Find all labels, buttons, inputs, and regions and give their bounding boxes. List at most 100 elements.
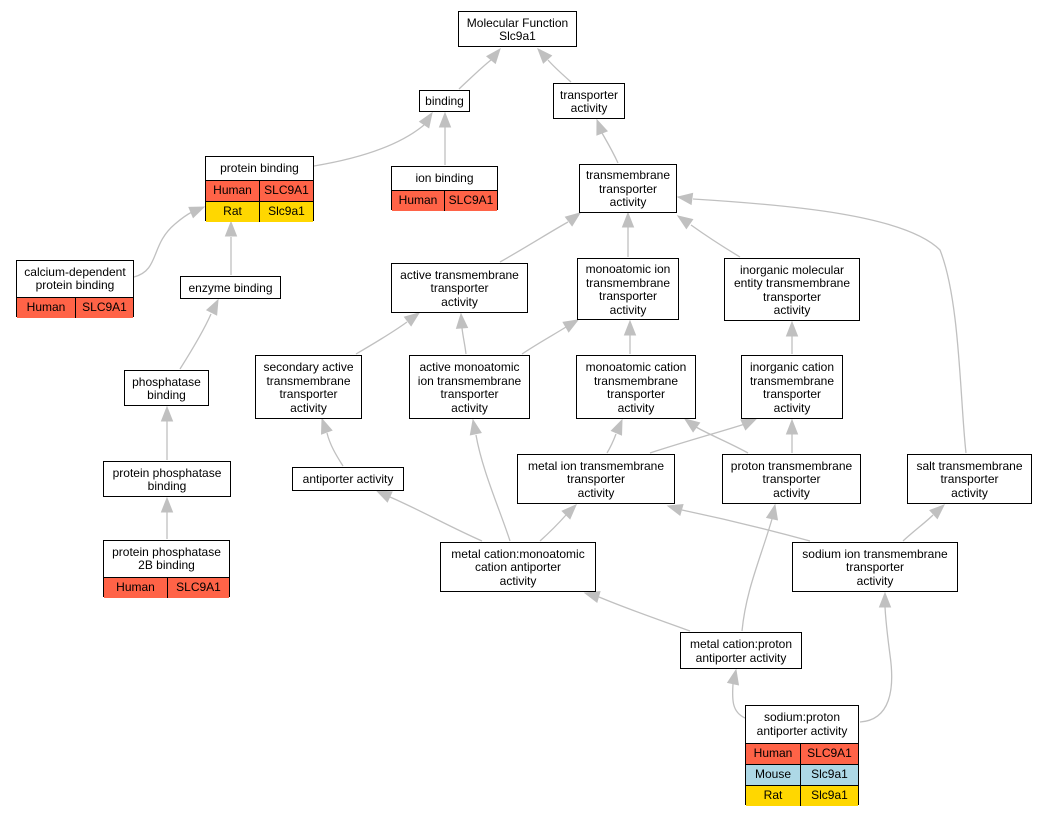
term-node-salt-transmembrane-transporter-activity[interactable]: salt transmembrane transporter activity	[907, 454, 1032, 504]
term-label: monoatomic cation transmembrane transpor…	[585, 360, 687, 415]
term-node-monoatomic-ion-transmembrane-transporter-activity[interactable]: monoatomic ion transmembrane transporter…	[577, 258, 679, 320]
edge-line	[458, 59, 492, 90]
edge-proton-transmembrane-transporter-activity-to-inorganic-cation-transmembrane-transporter-activity	[785, 418, 799, 454]
term-node-molecular-function[interactable]: Molecular Function Slc9a1	[458, 11, 577, 47]
edge-sodium-ion-transmembrane-transporter-activity-to-salt-transmembrane-transporter-activity	[902, 504, 946, 542]
term-node-metal-cation-proton-antiporter-activity[interactable]: metal cation:proton antiporter activity	[680, 632, 802, 669]
edge-inorganic-molecular-entity-transmembrane-transporter-activity-to-transmembrane-transporter-activity	[676, 215, 741, 258]
term-label: phosphatase binding	[132, 374, 201, 402]
edge-line	[741, 518, 773, 632]
edge-antiporter-activity-to-secondary-active-transmembrane-transporter-activity	[321, 417, 344, 467]
term-node-antiporter-activity[interactable]: antiporter activity	[292, 467, 404, 491]
ortholog-row-rat: Rat Slc9a1	[746, 785, 858, 806]
gene-cell[interactable]: SLC9A1	[176, 580, 221, 595]
term-label: active transmembrane transporter activit…	[400, 267, 519, 309]
edge-arrowhead	[205, 298, 219, 316]
gene-cell[interactable]: SLC9A1	[448, 193, 494, 208]
edge-arrowhead	[583, 590, 601, 603]
term-node-enzyme-binding[interactable]: enzyme binding	[180, 276, 281, 299]
term-node-proton-transmembrane-transporter-activity[interactable]: proton transmembrane transporter activit…	[722, 454, 861, 504]
species-cell: Human	[17, 298, 76, 318]
edge-line	[681, 509, 811, 542]
edge-arrowhead	[564, 212, 582, 227]
term-label: ion binding	[415, 170, 474, 185]
edge-arrowhead	[321, 417, 333, 435]
term-node-monoatomic-cation-transmembrane-transporter-activity[interactable]: monoatomic cation transmembrane transpor…	[576, 355, 696, 419]
edge-arrowhead	[610, 418, 623, 436]
edge-arrowhead	[878, 591, 892, 608]
term-label: active monoatomic ion transmembrane tran…	[417, 360, 522, 415]
species-cell: Rat	[746, 786, 801, 806]
edge-arrowhead	[562, 319, 580, 333]
edge-arrowhead	[375, 490, 393, 503]
term-node-transmembrane-transporter-activity[interactable]: transmembrane transporter activity	[579, 164, 677, 213]
term-label: inorganic molecular entity transmembrane…	[733, 262, 851, 317]
edge-arrowhead	[438, 111, 452, 128]
edge-line	[133, 211, 193, 278]
term-node-sodium-ion-transmembrane-transporter-activity[interactable]: sodium ion transmembrane transporter act…	[792, 542, 958, 592]
species-cell: Rat	[206, 202, 260, 222]
edge-secondary-active-transmembrane-transporter-activity-to-active-transmembrane-transporter-activity	[355, 312, 421, 355]
gene-cell[interactable]: Slc9a1	[811, 788, 848, 803]
edge-arrowhead	[785, 320, 799, 337]
term-label: secondary active transmembrane transport…	[263, 360, 354, 415]
ortholog-row-rat: Rat Slc9a1	[206, 201, 313, 222]
edge-line	[539, 514, 567, 542]
edge-arrowhead	[596, 118, 609, 136]
term-node-inorganic-cation-transmembrane-transporter-activity[interactable]: inorganic cation transmembrane transport…	[741, 355, 843, 419]
edge-line	[606, 433, 617, 454]
edge-line	[521, 326, 567, 355]
edge-monoatomic-ion-transmembrane-transporter-activity-to-transmembrane-transporter-activity	[621, 211, 635, 257]
edge-line	[355, 321, 408, 355]
gene-cell[interactable]: Slc9a1	[268, 204, 305, 219]
term-node-active-monoatomic-ion-transmembrane-transporter-activity[interactable]: active monoatomic ion transmembrane tran…	[409, 355, 530, 419]
edge-arrowhead	[740, 418, 758, 431]
term-label: calcium-dependent protein binding	[24, 264, 126, 292]
term-node-metal-cation-monoatomic-cation-antiporter-activity[interactable]: metal cation:monoatomic cation antiporte…	[440, 542, 596, 592]
edge-arrowhead	[160, 405, 174, 422]
term-node-inorganic-molecular-entity-transmembrane-transporter-activity[interactable]: inorganic molecular entity transmembrane…	[724, 258, 860, 321]
edge-salt-transmembrane-transporter-activity-to-transmembrane-transporter-activity	[676, 192, 967, 454]
term-node-transporter-activity[interactable]: transporter activity	[553, 83, 625, 119]
term-node-binding[interactable]: binding	[419, 90, 470, 112]
edge-arrowhead	[224, 220, 238, 237]
gene-cell[interactable]: SLC9A1	[264, 183, 309, 198]
term-label: proton transmembrane transporter activit…	[730, 458, 853, 500]
edge-arrowhead	[666, 503, 684, 516]
species-cell: Human	[392, 191, 445, 211]
edge-metal-cation-proton-antiporter-activity-to-proton-transmembrane-transporter-activity	[741, 503, 779, 632]
term-node-metal-ion-transmembrane-transporter-activity[interactable]: metal ion transmembrane transporter acti…	[517, 454, 675, 504]
term-label: protein phosphatase binding	[112, 465, 222, 493]
edge-line	[499, 221, 569, 263]
term-node-protein-phosphatase-binding[interactable]: protein phosphatase binding	[103, 461, 231, 497]
term-node-active-transmembrane-transporter-activity[interactable]: active transmembrane transporter activit…	[391, 263, 528, 313]
edge-arrowhead	[537, 47, 553, 64]
edge-arrowhead	[765, 503, 779, 521]
gene-cell[interactable]: SLC9A1	[82, 300, 127, 315]
gene-cell[interactable]: Slc9a1	[811, 767, 848, 782]
edge-arrowhead	[676, 215, 694, 230]
edge-monoatomic-cation-transmembrane-transporter-activity-to-monoatomic-ion-transmembrane-transporter-activity	[623, 319, 637, 354]
term-node-phosphatase-binding[interactable]: phosphatase binding	[124, 370, 209, 406]
edge-arrowhead	[623, 319, 637, 336]
term-node-secondary-active-transmembrane-transporter-activity[interactable]: secondary active transmembrane transport…	[255, 355, 362, 419]
edge-active-monoatomic-ion-transmembrane-transporter-activity-to-monoatomic-ion-transmembrane-transporter-activity	[521, 319, 580, 355]
term-label: binding	[425, 94, 464, 109]
edge-ion-binding-to-binding	[438, 111, 452, 165]
edge-metal-cation-monoatomic-cation-antiporter-activity-to-antiporter-activity	[375, 490, 483, 542]
edge-transporter-activity-to-molecular-function	[537, 47, 572, 83]
term-label: metal cation:monoatomic cation antiporte…	[451, 546, 585, 588]
term-label: enzyme binding	[188, 280, 273, 295]
gene-cell[interactable]: SLC9A1	[807, 746, 852, 761]
edge-protein-phosphatase-2b-binding-to-protein-phosphatase-binding	[160, 496, 174, 539]
